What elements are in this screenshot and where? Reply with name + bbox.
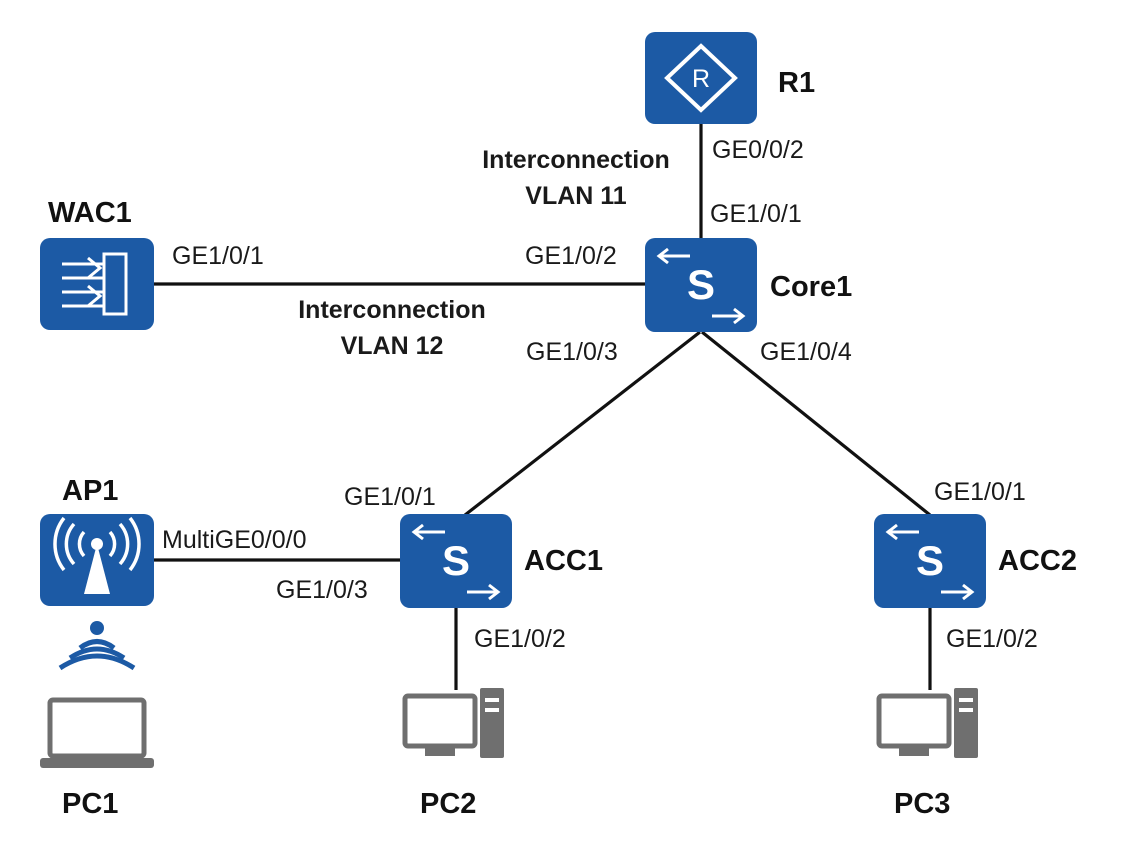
wireless-controller-icon bbox=[40, 238, 154, 330]
desktop-pc3[interactable]: PC3 bbox=[876, 688, 978, 820]
port-label-core1-ge1-0-4: GE1/0/4 bbox=[760, 338, 852, 366]
port-label-acc2-ge1-0-1: GE1/0/1 bbox=[934, 478, 1026, 506]
switch-acc2[interactable]: S ACC2 bbox=[874, 514, 1077, 608]
router-icon bbox=[645, 32, 757, 124]
device-label-pc2: PC2 bbox=[420, 788, 476, 820]
port-label-core1-ge1-0-1: GE1/0/1 bbox=[710, 200, 802, 228]
device-label-acc2: ACC2 bbox=[998, 545, 1077, 577]
port-label-core1-ge1-0-3: GE1/0/3 bbox=[526, 338, 618, 366]
device-label-pc1: PC1 bbox=[62, 788, 118, 820]
port-label-r1-ge0-0-2: GE0/0/2 bbox=[712, 136, 804, 164]
port-label-acc2-ge1-0-2: GE1/0/2 bbox=[946, 625, 1038, 653]
note-vlan11-line2: VLAN 11 bbox=[525, 182, 627, 210]
port-label-ap1-multige0-0-0: MultiGE0/0/0 bbox=[162, 526, 307, 554]
note-vlan12-line1: Interconnection bbox=[298, 296, 486, 324]
laptop-icon bbox=[47, 697, 147, 759]
router-r-glyph: R bbox=[692, 65, 710, 93]
port-label-wac1-ge1-0-1: GE1/0/1 bbox=[172, 242, 264, 270]
switch-s-glyph: S bbox=[442, 537, 470, 584]
port-label-acc1-ge1-0-3: GE1/0/3 bbox=[276, 576, 368, 604]
desktop-tower-slot bbox=[959, 708, 973, 712]
ap-glyph bbox=[53, 516, 141, 594]
device-label-core1: Core1 bbox=[770, 271, 852, 303]
note-vlan11-line1: Interconnection bbox=[482, 146, 670, 174]
link-core1-acc2 bbox=[700, 330, 932, 517]
switch-icon bbox=[874, 514, 986, 608]
desktop-stand bbox=[899, 748, 929, 756]
laptop-base bbox=[40, 758, 154, 768]
switch-arrows bbox=[656, 247, 746, 325]
vlan-notes: Interconnection VLAN 11 Interconnection … bbox=[298, 146, 670, 360]
port-label-acc1-ge1-0-1: GE1/0/1 bbox=[344, 483, 436, 511]
desktop-tower bbox=[954, 688, 978, 758]
note-vlan12-line2: VLAN 12 bbox=[341, 332, 444, 360]
device-label-wac1: WAC1 bbox=[48, 197, 132, 229]
desktop-pc-icon bbox=[876, 693, 952, 749]
port-labels: GE0/0/2 GE1/0/1 GE1/0/1 GE1/0/2 GE1/0/3 … bbox=[162, 136, 1038, 653]
wireless-controller-wac1[interactable]: WAC1 bbox=[40, 197, 154, 330]
switch-icon bbox=[645, 238, 757, 332]
access-point-ap1[interactable]: AP1 bbox=[40, 475, 154, 671]
switch-arrows bbox=[885, 523, 975, 601]
switch-acc1[interactable]: S ACC1 bbox=[400, 514, 603, 608]
desktop-tower-slot bbox=[485, 698, 499, 702]
router-r1[interactable]: R R1 bbox=[645, 32, 815, 124]
device-label-pc3: PC3 bbox=[894, 788, 950, 820]
wifi-signal-icon bbox=[58, 621, 136, 671]
device-label-acc1: ACC1 bbox=[524, 545, 603, 577]
switch-arrows bbox=[411, 523, 501, 601]
desktop-tower bbox=[480, 688, 504, 758]
switch-icon bbox=[400, 514, 512, 608]
desktop-tower-slot bbox=[485, 708, 499, 712]
desktop-pc-icon bbox=[402, 693, 478, 749]
switch-s-glyph: S bbox=[687, 261, 715, 308]
desktop-stand bbox=[425, 748, 455, 756]
device-label-r1: R1 bbox=[778, 67, 815, 99]
laptop-pc1[interactable]: PC1 bbox=[40, 697, 154, 820]
switch-s-glyph: S bbox=[916, 537, 944, 584]
switch-core1[interactable]: S Core1 bbox=[645, 238, 852, 332]
link-core1-acc1 bbox=[464, 330, 701, 517]
wac-glyph bbox=[62, 252, 128, 316]
port-label-core1-ge1-0-2: GE1/0/2 bbox=[525, 242, 617, 270]
links bbox=[154, 122, 932, 690]
desktop-tower-slot bbox=[959, 698, 973, 702]
port-label-acc1-ge1-0-2: GE1/0/2 bbox=[474, 625, 566, 653]
desktop-pc2[interactable]: PC2 bbox=[402, 688, 504, 820]
device-label-ap1: AP1 bbox=[62, 475, 118, 507]
router-diamond bbox=[664, 43, 738, 113]
